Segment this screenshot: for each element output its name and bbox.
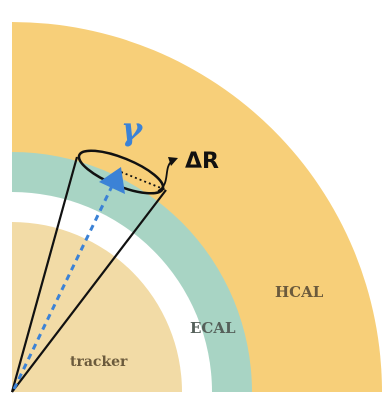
delta-r-label: ΔR <box>185 149 219 174</box>
photon-arrowhead <box>99 167 125 194</box>
hcal-label: HCAL <box>275 283 324 301</box>
tracker-region <box>12 222 182 392</box>
photon-label: γ <box>121 110 144 148</box>
ecal-label: ECAL <box>190 319 236 337</box>
cone-right-edge <box>11 189 167 393</box>
delta-r-pointer-tip <box>168 157 178 166</box>
delta-r-radius <box>120 171 167 191</box>
photon-axis-dashed <box>12 183 115 390</box>
tracker-label: tracker <box>70 354 128 370</box>
cone-left-edge <box>10 156 79 393</box>
